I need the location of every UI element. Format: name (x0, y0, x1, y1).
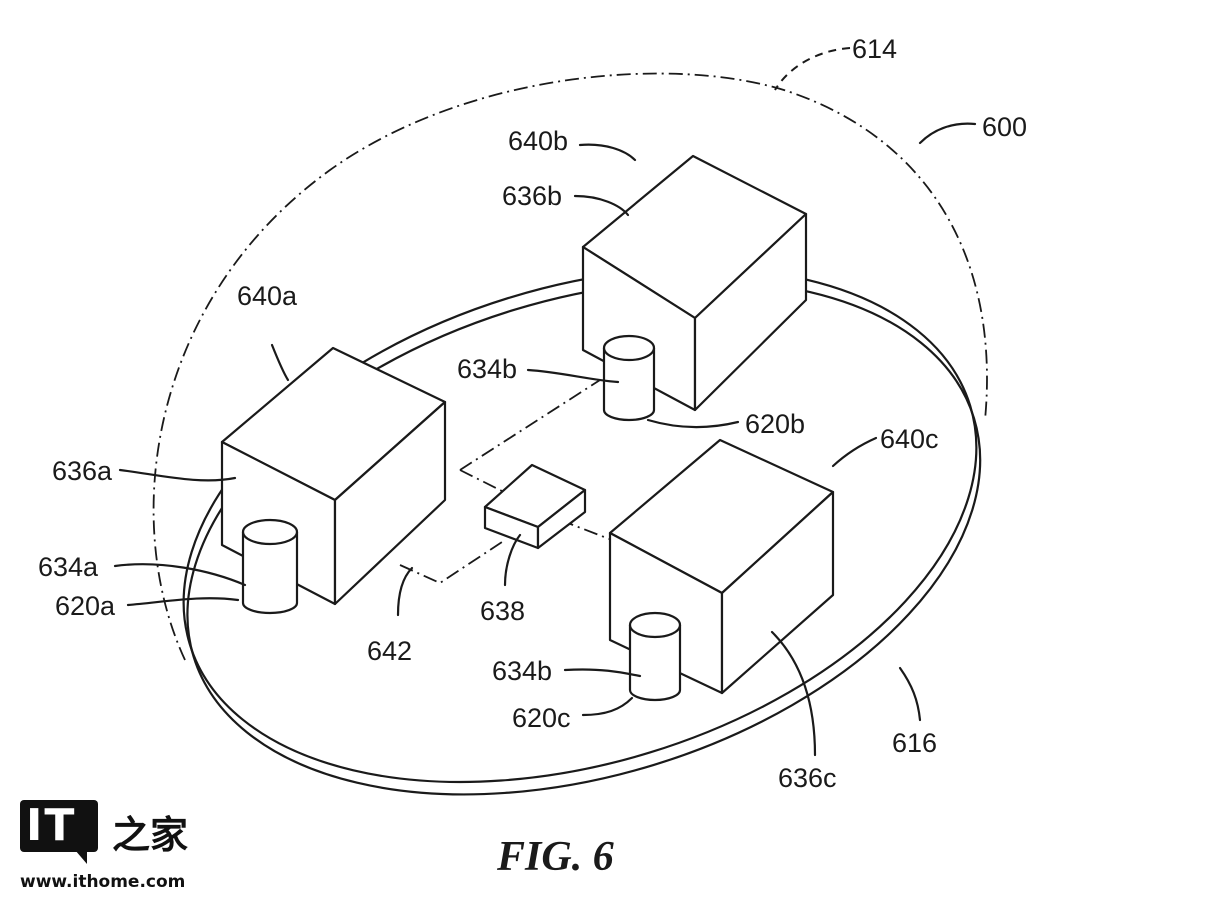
logo-chinese-text: 之家 (112, 812, 189, 857)
label-636b: 636b (502, 181, 562, 211)
label-634a: 634a (38, 552, 99, 582)
dome-boundary-614 (152, 72, 988, 661)
figure-caption: FIG. 6 (496, 834, 614, 880)
label-600: 600 (982, 112, 1027, 142)
label-640a: 640a (237, 281, 298, 311)
label-638: 638 (480, 596, 525, 626)
cylinder-634b-bottom (628, 611, 682, 702)
cylinder-634b-top (602, 334, 656, 422)
label-642: 642 (367, 636, 412, 666)
module-640b (581, 154, 808, 422)
label-616: 616 (892, 728, 937, 758)
base-plate-616 (182, 266, 982, 796)
label-640b: 640b (508, 126, 568, 156)
label-636c: 636c (778, 763, 837, 793)
logo-speech-tail (75, 850, 87, 864)
module-640c (608, 438, 835, 702)
leader-lines (113, 47, 977, 757)
watermark-url: www.ithome.com (20, 872, 186, 892)
label-636a: 636a (52, 456, 113, 486)
label-634b-bottom: 634b (492, 656, 552, 686)
module-640a (220, 346, 447, 615)
label-640c: 640c (880, 424, 939, 454)
logo-text: IT (26, 800, 77, 851)
cylinder-634a (241, 518, 299, 615)
label-620c: 620c (512, 703, 571, 733)
ithome-watermark: IT 之家 www.ithome.com (20, 800, 200, 900)
label-620b: 620b (745, 409, 805, 439)
label-614: 614 (852, 34, 897, 64)
label-634b-top: 634b (457, 354, 517, 384)
logo-badge: IT (20, 800, 98, 852)
label-620a: 620a (55, 591, 116, 621)
hub-638 (483, 463, 587, 550)
